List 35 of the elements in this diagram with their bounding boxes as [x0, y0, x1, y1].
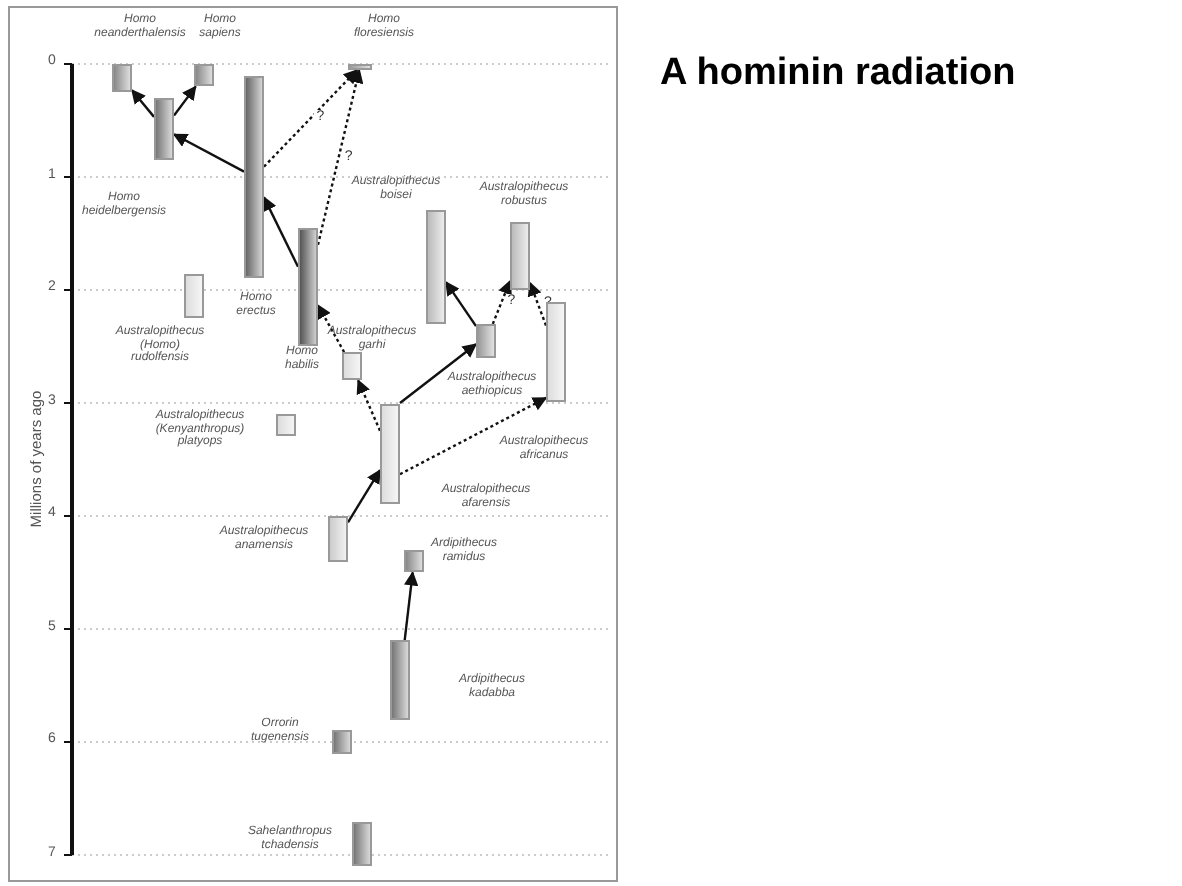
- arrow: [491, 279, 512, 325]
- arrow: [131, 89, 155, 118]
- range-bar: [276, 414, 296, 437]
- range-bar: [342, 352, 362, 381]
- range-bar: [546, 301, 566, 403]
- arrow: [399, 343, 478, 404]
- arrow: [445, 280, 477, 327]
- range-bar: [348, 64, 372, 70]
- range-bar: [390, 640, 410, 720]
- range-bar: [184, 273, 204, 319]
- range-bar: [328, 516, 348, 562]
- arrow: [403, 571, 419, 641]
- arrow: [399, 396, 548, 476]
- title: A hominin radiation: [660, 52, 1016, 96]
- arrow: [172, 133, 245, 173]
- arrow: [316, 68, 364, 246]
- range-bar: [194, 64, 214, 87]
- range-bar: [112, 64, 132, 93]
- arrow: [356, 379, 382, 432]
- range-bar: [426, 210, 446, 324]
- arrow: [316, 303, 346, 353]
- range-bar: [404, 549, 424, 573]
- range-bar: [476, 323, 496, 358]
- arrow: [263, 68, 359, 168]
- range-bar: [154, 97, 174, 160]
- arrow: [346, 468, 382, 523]
- arrow: [173, 85, 197, 117]
- range-bar: [298, 227, 318, 347]
- arrow: [262, 196, 300, 268]
- range-bar: [244, 75, 264, 279]
- range-bar: [332, 730, 352, 754]
- range-bar: [510, 222, 530, 290]
- range-bar: [380, 403, 400, 505]
- range-bar: [352, 821, 372, 867]
- arrow: [527, 281, 548, 326]
